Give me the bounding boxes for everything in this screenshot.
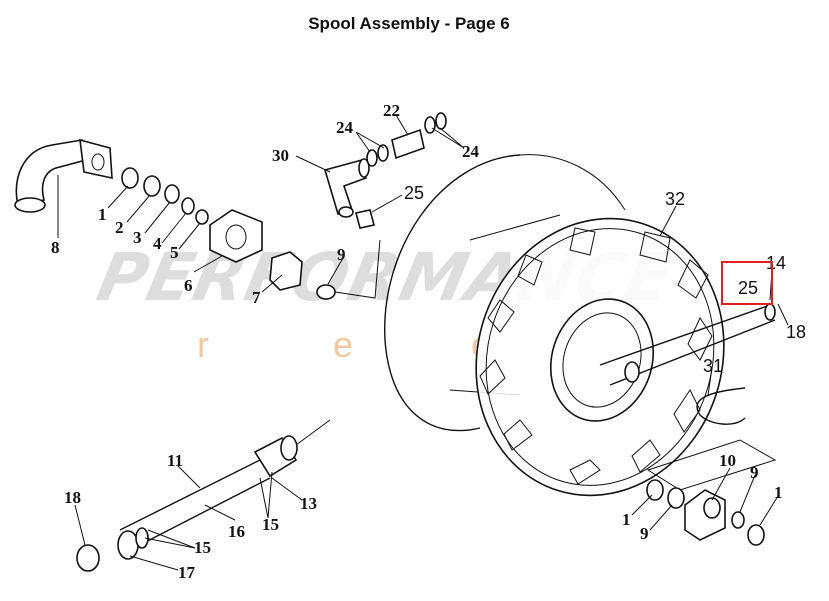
o-ring — [316, 284, 336, 300]
page-title: Spool Assembly - Page 6 — [308, 14, 510, 33]
callout-15: 15 — [262, 515, 279, 534]
callout-10: 10 — [719, 451, 736, 470]
callout-31: 31 — [703, 356, 723, 376]
lower-shaft — [76, 419, 331, 572]
callout-6: 6 — [184, 276, 193, 295]
callout-13: 13 — [300, 494, 317, 513]
callout-22: 22 — [383, 101, 400, 120]
callout-16: 16 — [228, 522, 245, 541]
callout-24: 24 — [462, 142, 480, 161]
callout-32: 32 — [665, 189, 685, 209]
callout-8: 8 — [51, 238, 60, 257]
callout-30: 30 — [272, 146, 289, 165]
watermark-letter: r — [197, 324, 209, 365]
callout-3: 3 — [133, 228, 142, 247]
back-flange — [384, 154, 521, 432]
callout-24: 24 — [336, 118, 354, 137]
callout-1: 1 — [622, 510, 631, 529]
callout-7: 7 — [252, 288, 261, 307]
callout-15: 15 — [194, 538, 211, 557]
highlighted-part[interactable]: 25 — [721, 261, 773, 305]
callout-1: 1 — [98, 205, 107, 224]
callout-5: 5 — [170, 243, 179, 262]
callout-17: 17 — [178, 563, 196, 582]
hose-loop — [696, 387, 746, 425]
callout-9: 9 — [750, 463, 759, 482]
callout-18: 18 — [64, 488, 81, 507]
callout-25: 25 — [404, 183, 424, 203]
callout-1: 1 — [774, 483, 783, 502]
watermark-letter: e — [333, 324, 353, 365]
callout-18: 18 — [786, 322, 806, 342]
callout-9: 9 — [337, 245, 346, 264]
spool-reel — [384, 154, 776, 497]
flange-windows — [479, 227, 713, 485]
callout-labels: 1 2 3 4 5 6 7 8 9 30 24 22 24 25 32 14 1… — [51, 101, 806, 582]
plug — [355, 209, 375, 229]
highlight-label: 25 — [738, 278, 758, 298]
clamp-part — [269, 251, 303, 291]
highlight-box — [721, 261, 773, 305]
callout-11: 11 — [167, 451, 183, 470]
leader-lines — [57, 114, 789, 571]
right-bearing — [646, 439, 777, 546]
swivel-elbow — [324, 158, 370, 218]
callout-4: 4 — [153, 234, 162, 253]
inlet-washers — [121, 167, 209, 225]
o-ring-18 — [76, 544, 100, 572]
callout-2: 2 — [115, 218, 124, 237]
seal-kit — [366, 112, 447, 167]
callout-9: 9 — [640, 524, 649, 543]
bearing-block — [209, 209, 263, 263]
inlet-elbow — [14, 138, 113, 213]
